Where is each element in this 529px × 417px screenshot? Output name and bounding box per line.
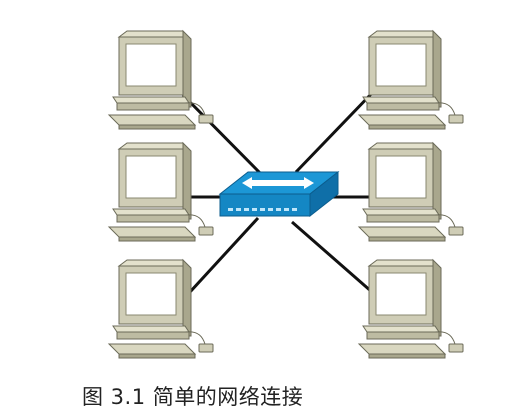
network-switch-icon — [218, 170, 340, 218]
desktop-computer-icon-left-bottom — [108, 259, 214, 359]
desktop-computer-icon-left-middle — [108, 142, 214, 242]
cable-pc-right-bottom — [291, 220, 373, 294]
cable-pc-left-top — [181, 93, 264, 177]
desktop-computer-icon-right-bottom — [358, 259, 464, 359]
desktop-computer-icon-right-middle — [358, 142, 464, 242]
cable-pc-right-top — [294, 88, 377, 174]
figure-caption: 图 3.1 简单的网络连接 — [82, 385, 304, 409]
desktop-computer-icon-right-top — [358, 30, 464, 130]
desktop-computer-icon-left-top — [108, 30, 214, 130]
network-diagram — [108, 30, 464, 359]
cable-pc-left-bottom — [188, 216, 260, 294]
network-cables — [181, 88, 377, 294]
